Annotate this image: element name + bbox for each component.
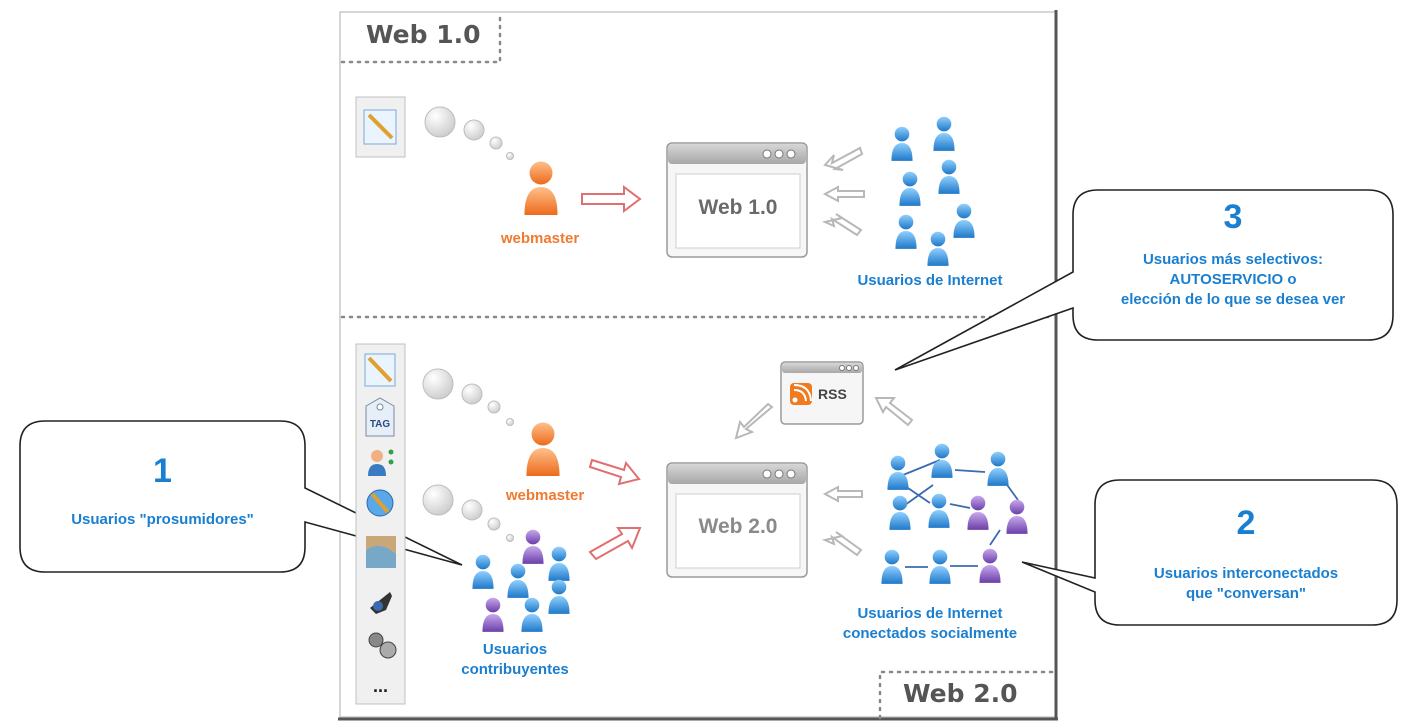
thought-bubbles [424,106,514,160]
web1-window-title: Web 1.0 [698,196,778,219]
callout-3-line1: Usuarios más selectivos: [1142,251,1324,268]
notepad-icon [355,96,406,158]
podcast-icon [366,489,394,517]
main-frame [338,10,1058,721]
callout-3-number: 3 [1223,198,1243,236]
web1-window [666,142,808,258]
gray-arrows-rss [734,397,914,440]
map-icon [366,536,396,568]
film-reel-icon [368,632,397,659]
arrow-webmaster-web1 [581,185,642,213]
callout-2-line1: Usuarios interconectados [1153,565,1339,582]
callout-1-line1: Usuarios "prosumidores" [71,511,254,528]
web2-window [666,462,808,578]
callout-3-line2: AUTOSERVICIO o [1169,271,1297,288]
thought-bubbles-2 [422,368,514,542]
webmaster-label-2: webmaster [505,487,585,504]
callout-1-text: Usuarios "prosumidores" [20,510,305,530]
contributing-users-label: Usuarios contribuyentes [440,640,590,680]
section-label-web1: Web 1.0 [366,20,481,49]
tag-icon [365,397,395,437]
callout-1-number: 1 [153,452,172,490]
section-dividers [340,14,1054,720]
notepad-icon-2 [364,353,396,387]
callout-2-shape [1021,479,1398,626]
web2-window-title: Web 2.0 [698,515,778,538]
callout-2-text: Usuarios interconectados que "conversan" [1095,564,1397,604]
webmaster-label: webmaster [500,230,580,247]
callout-3-line3: elección de lo que se desea ver [1120,291,1346,308]
more-tools-label: ... [372,676,388,696]
tools-sidebar [355,343,406,705]
callout-3-text: Usuarios más selectivos: AUTOSERVICIO o … [1073,250,1393,310]
rss-window [780,361,864,425]
gray-arrows-bottom [821,485,863,557]
section-label-web2: Web 2.0 [903,679,1018,708]
red-arrows-bottom [588,458,642,561]
callout-3-shape [894,189,1394,371]
social-users-line2: conectados socialmente [842,625,1018,642]
rss-label: RSS [818,386,847,402]
callout-2-number: 2 [1236,504,1256,542]
contributing-users-line2: contribuyentes [461,661,569,678]
gray-arrows-top [821,146,865,237]
social-users-label: Usuarios de Internet conectados socialme… [825,604,1035,644]
contributing-users-line1: Usuarios [482,641,548,658]
social-users-line1: Usuarios de Internet [857,605,1003,622]
tag-label: TAG [369,419,391,430]
callout-1-shape [19,420,463,573]
people-network-icon [368,449,394,476]
callout-shapes [19,189,1398,626]
internet-users-label: Usuarios de Internet [857,272,1003,289]
callout-2-line2: que "conversan" [1185,585,1307,602]
speaker-icon [370,592,392,614]
